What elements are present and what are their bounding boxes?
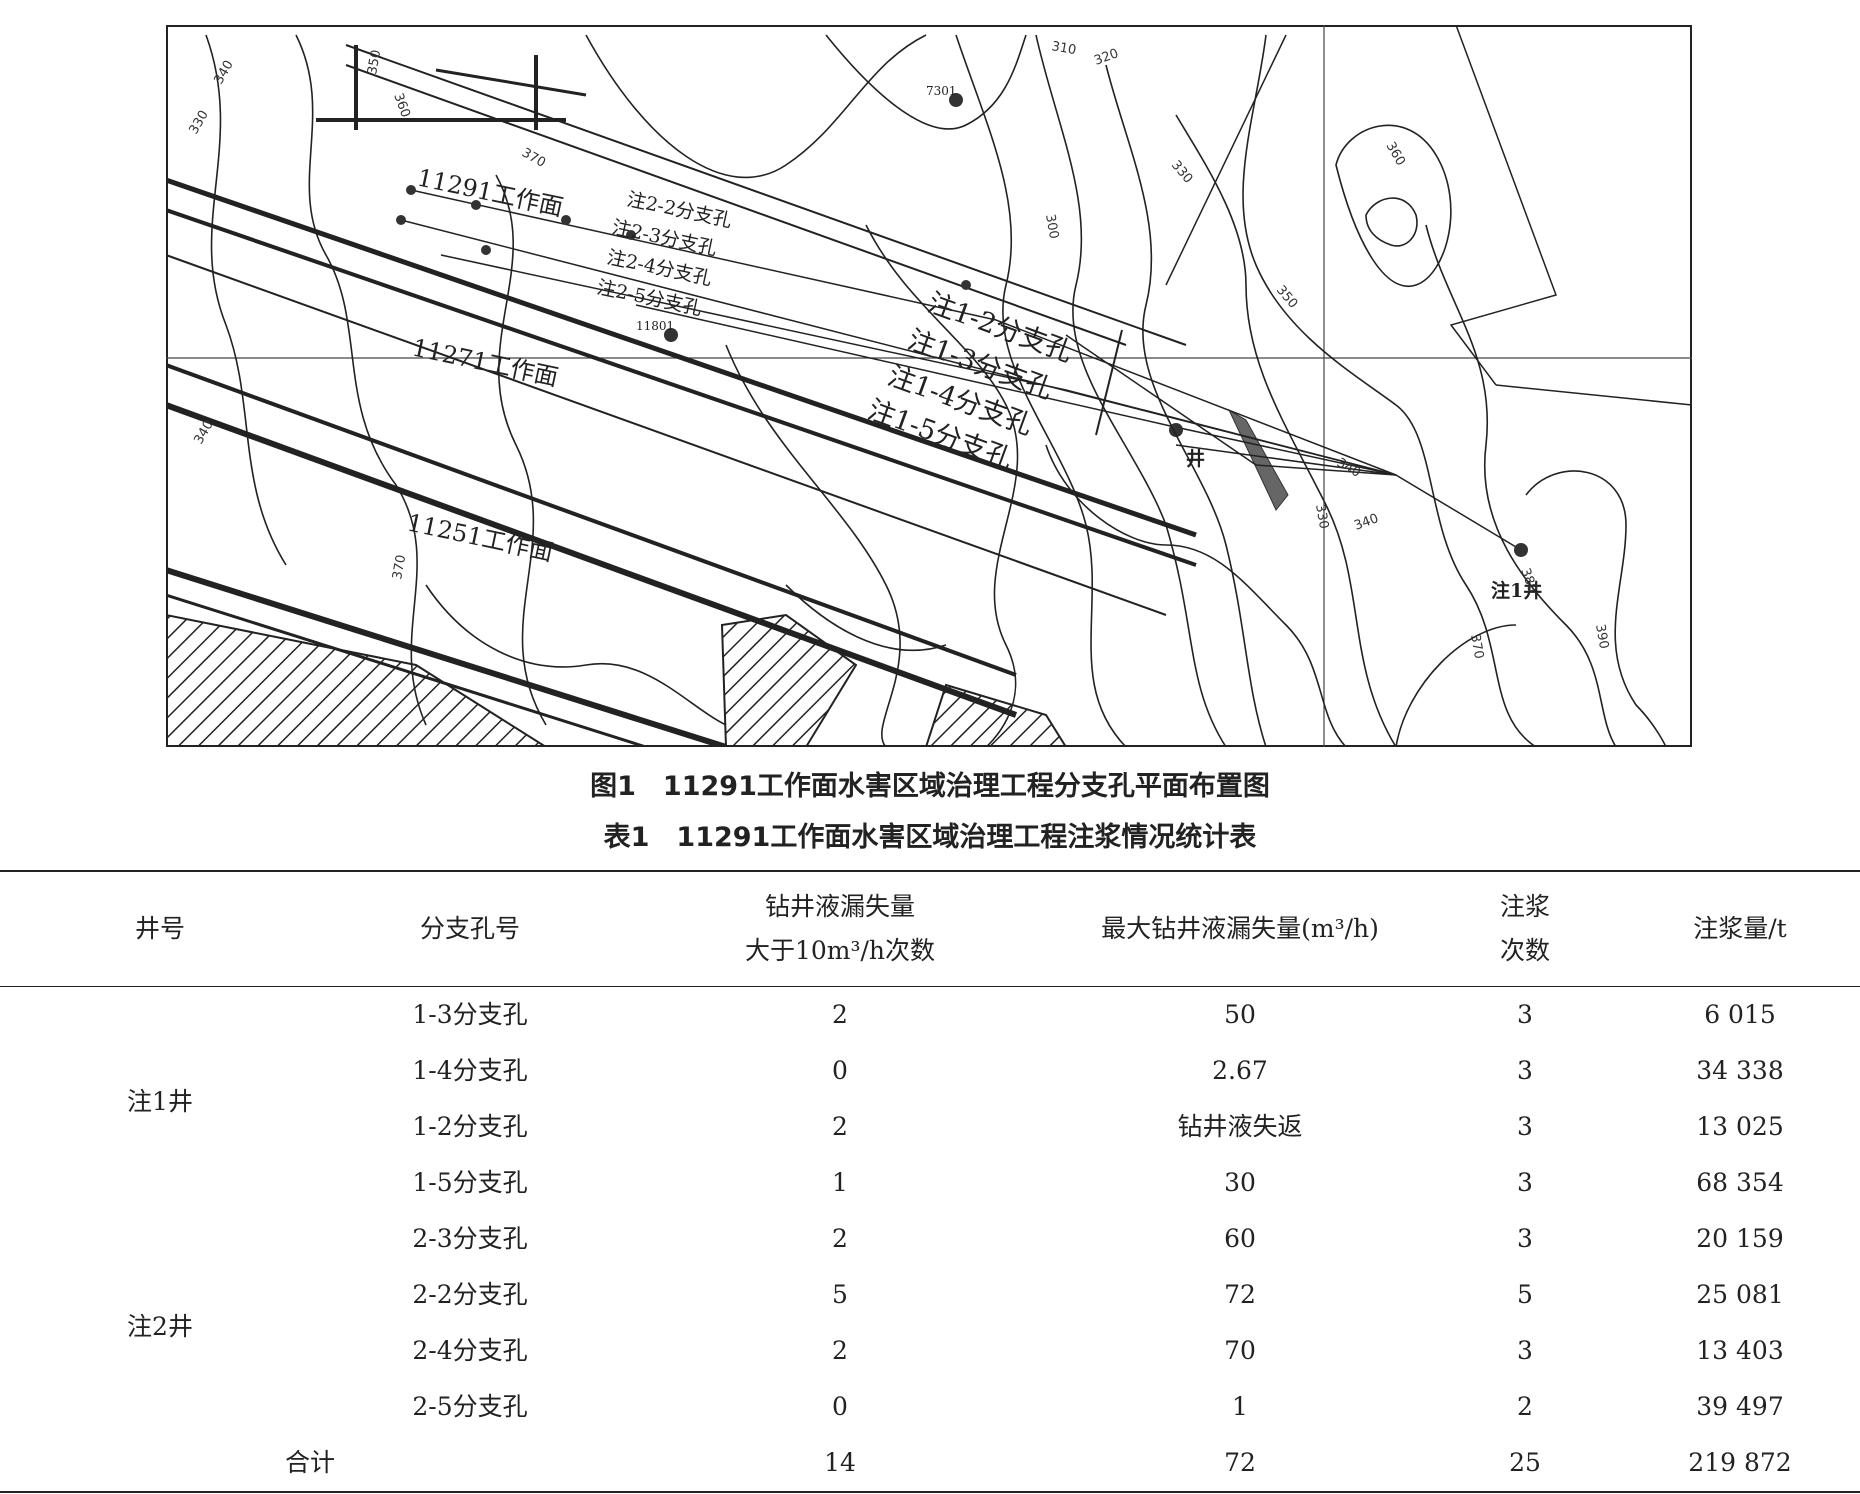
map-grid xyxy=(166,25,1692,747)
cell-max: 30 xyxy=(1224,1168,1256,1197)
cell-branch: 1-2分支孔 xyxy=(412,1112,528,1141)
figure-caption: 图1 11291工作面水害区域治理工程分支孔平面布置图 xyxy=(590,771,1270,802)
table-row: 2-5分支孔 0 1 2 39 497 xyxy=(0,1379,1860,1435)
table-header-rule xyxy=(0,986,1860,987)
total-times: 25 xyxy=(1509,1448,1541,1477)
cell-branch: 1-3分支孔 xyxy=(412,1000,528,1029)
header-grout-amount: 注浆量/t xyxy=(1693,914,1787,943)
header-well: 井号 xyxy=(134,914,185,943)
borehole-label-7301: 7301 xyxy=(926,84,957,98)
cell-count: 2 xyxy=(832,1000,848,1029)
svg-text:310: 310 xyxy=(1050,39,1077,58)
total-count: 14 xyxy=(824,1448,856,1477)
cell-max: 2.67 xyxy=(1212,1056,1268,1085)
svg-text:330: 330 xyxy=(1312,503,1331,530)
cell-count: 0 xyxy=(832,1392,848,1421)
table-body: 注1井 注2井 1-3分支孔 2 50 3 6 015 1-4分支孔 0 2.6… xyxy=(0,987,1860,1435)
cell-times: 3 xyxy=(1517,1000,1533,1029)
table-row: 2-2分支孔 5 72 5 25 081 xyxy=(0,1267,1860,1323)
cell-count: 2 xyxy=(832,1112,848,1141)
svg-text:370: 370 xyxy=(390,554,409,581)
table-bottom-rule xyxy=(0,1491,1860,1493)
total-max: 72 xyxy=(1224,1448,1256,1477)
contour-lines xyxy=(205,34,1667,747)
cell-times: 3 xyxy=(1517,1224,1533,1253)
header-loss-count-line2: 大于10m³/h次数 xyxy=(744,936,936,965)
svg-text:370: 370 xyxy=(1467,633,1486,660)
cell-amount: 13 025 xyxy=(1696,1112,1784,1141)
table-row: 1-3分支孔 2 50 3 6 015 xyxy=(0,987,1860,1043)
group-label-zhu2: 注2井 xyxy=(127,1312,193,1341)
cell-max: 60 xyxy=(1224,1224,1256,1253)
cell-times: 3 xyxy=(1517,1056,1533,1085)
map-frame xyxy=(166,25,1692,747)
cell-times: 3 xyxy=(1517,1168,1533,1197)
cell-branch: 2-5分支孔 xyxy=(412,1392,528,1421)
cell-amount: 39 497 xyxy=(1696,1392,1784,1421)
cell-times: 3 xyxy=(1517,1336,1533,1365)
cell-count: 0 xyxy=(832,1056,848,1085)
cell-max: 1 xyxy=(1232,1392,1248,1421)
cell-times: 3 xyxy=(1517,1112,1533,1141)
header-grout-times-line1: 注浆 xyxy=(1499,892,1550,921)
cell-amount: 6 015 xyxy=(1704,1000,1776,1029)
total-amount: 219 872 xyxy=(1688,1448,1792,1477)
table-caption: 表1 11291工作面水害区域治理工程注浆情况统计表 xyxy=(603,822,1257,853)
cell-branch: 2-3分支孔 xyxy=(412,1224,528,1253)
header-grout-times-line2: 次数 xyxy=(1499,936,1550,965)
roadways xyxy=(166,44,1197,747)
cell-branch: 1-5分支孔 xyxy=(412,1168,528,1197)
cell-amount: 25 081 xyxy=(1696,1280,1784,1309)
cell-amount: 68 354 xyxy=(1696,1168,1784,1197)
header-loss-count-line1: 钻井液漏失量 xyxy=(764,892,915,921)
borehole-label-11801: 11801 xyxy=(636,319,674,333)
svg-text:390: 390 xyxy=(1592,623,1611,650)
total-label: 合计 xyxy=(284,1448,335,1477)
borehole-points xyxy=(396,93,1528,557)
table-top-rule xyxy=(0,870,1860,872)
cell-amount: 20 159 xyxy=(1696,1224,1784,1253)
cell-amount: 13 403 xyxy=(1696,1336,1784,1365)
cell-count: 5 xyxy=(832,1280,848,1309)
well-label-small: 井 xyxy=(1186,448,1205,470)
cell-branch: 1-4分支孔 xyxy=(412,1056,528,1085)
cell-amount: 34 338 xyxy=(1696,1056,1784,1085)
svg-text:300: 300 xyxy=(1042,213,1061,240)
cell-max: 钻井液失返 xyxy=(1177,1112,1303,1141)
map-boundary xyxy=(1165,25,1692,406)
cell-count: 1 xyxy=(832,1168,848,1197)
goaf-areas xyxy=(166,408,1289,747)
cell-max: 50 xyxy=(1224,1000,1256,1029)
table-row: 1-4分支孔 0 2.67 3 34 338 xyxy=(0,1043,1860,1099)
table-row: 2-3分支孔 2 60 3 20 159 xyxy=(0,1211,1860,1267)
cell-count: 2 xyxy=(832,1336,848,1365)
header-branch: 分支孔号 xyxy=(419,914,520,943)
cell-branch: 2-4分支孔 xyxy=(412,1336,528,1365)
cell-branch: 2-2分支孔 xyxy=(412,1280,528,1309)
table-row: 1-5分支孔 1 30 3 68 354 xyxy=(0,1155,1860,1211)
table-header-row: 井号 分支孔号 钻井液漏失量 大于10m³/h次数 最大钻井液漏失量(m³/h)… xyxy=(0,872,1860,986)
group-label-zhu1: 注1井 xyxy=(127,1087,193,1116)
table-row: 2-4分支孔 2 70 3 13 403 xyxy=(0,1323,1860,1379)
header-max-loss: 最大钻井液漏失量(m³/h) xyxy=(1101,914,1379,943)
table-row: 1-2分支孔 2 钻井液失返 3 13 025 xyxy=(0,1099,1860,1155)
table-total-row: 合计 14 72 25 219 872 xyxy=(0,1435,1860,1491)
branch-hole-layout-map: 11291工作面 11271工作面 11251工作面 注2-2分支孔 注2-3分… xyxy=(166,25,1692,747)
branch-hole-paths xyxy=(400,189,1522,551)
cell-times: 2 xyxy=(1517,1392,1533,1421)
map-svg: 11291工作面 11271工作面 11251工作面 注2-2分支孔 注2-3分… xyxy=(166,25,1692,747)
cell-max: 72 xyxy=(1224,1280,1256,1309)
cell-max: 70 xyxy=(1224,1336,1256,1365)
well-label-zhu1: 注1井 xyxy=(1491,579,1542,602)
grouting-statistics-table: 井号 分支孔号 钻井液漏失量 大于10m³/h次数 最大钻井液漏失量(m³/h)… xyxy=(0,870,1860,1493)
cell-times: 5 xyxy=(1517,1280,1533,1309)
svg-text:350: 350 xyxy=(365,49,384,76)
cell-count: 2 xyxy=(832,1224,848,1253)
